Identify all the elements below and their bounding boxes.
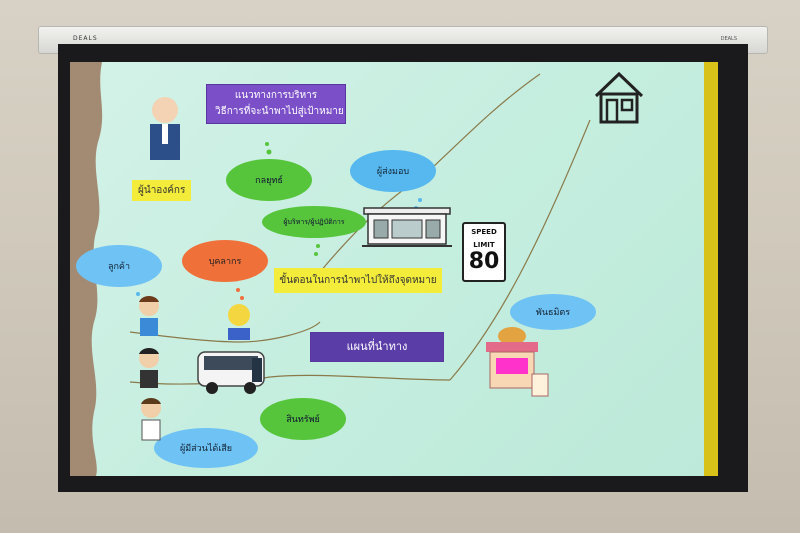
person-icon-1 (139, 296, 159, 336)
management-approach-box: แนวทางการบริหาร วิธีการที่จะนำพาไปสู่เป้… (206, 84, 346, 124)
person-icon-2 (139, 348, 159, 388)
title-line-2: วิธีการที่จะนำพาไปสู่เป้าหมาย (215, 106, 344, 117)
shop-icon (486, 327, 549, 397)
person-icon-3 (141, 398, 161, 441)
speed-limit-sign-icon: SPEED LIMIT 80 (462, 222, 506, 282)
house-icon (594, 71, 644, 124)
personnel-cloud: บุคลากร (182, 240, 268, 282)
asset-cloud: สินทรัพย์ (260, 398, 346, 440)
speed-sign-line1: SPEED (471, 228, 497, 236)
title-line-1: แนวทางการบริหาร (234, 90, 318, 101)
steps-label: ขั้นตอนในการนำพาไปให้ถึงจุดหมาย (274, 268, 442, 293)
stakeholder-cloud: ผู้มีส่วนได้เสีย (154, 428, 258, 468)
org-leader-label: ผู้นำองค์กร (132, 180, 192, 201)
person-icon-4 (228, 304, 250, 340)
roadmap-scroll-label: แผนที่นำทาง (310, 332, 444, 362)
deliverer-cloud: ผู้ส่งมอบ (350, 150, 436, 192)
screen-brand-label-right: DEALS (720, 36, 737, 42)
building-icon (362, 207, 452, 247)
speed-sign-number: 80 (468, 249, 500, 274)
customer-cloud: ลูกค้า (76, 245, 162, 287)
strategy-cloud: กลยุทธ์ (226, 159, 312, 201)
boss-baby-icon (150, 97, 180, 160)
slide-accent-stripe (704, 62, 718, 476)
presentation-slide: แนวทางการบริหาร วิธีการที่จะนำพาไปสู่เป้… (70, 62, 718, 476)
speed-sign-line2: LIMIT (473, 241, 495, 249)
screen-brand-label: DEALS (73, 35, 98, 42)
bus-icon (197, 351, 265, 394)
executive-cloud: ผู้บริหาร/ผู้ปฏิบัติการ (262, 206, 366, 238)
partner-cloud: พันธมิตร (510, 294, 596, 330)
